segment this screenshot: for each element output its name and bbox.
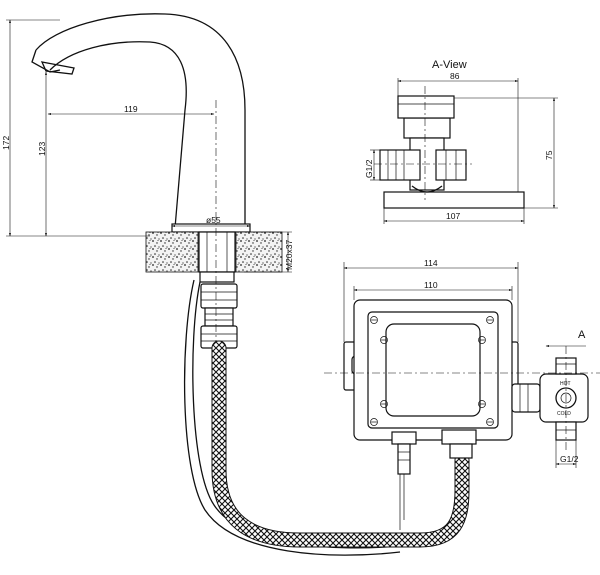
view-arrow-a: A xyxy=(578,329,586,341)
faucet-shank xyxy=(198,231,238,349)
a-view: A-View 86 75 107 G1/2 xyxy=(364,59,558,224)
dim-172: 172 xyxy=(1,136,11,150)
a-view-thread-g12: G1/2 xyxy=(364,159,374,178)
a-view-dim-107: 107 xyxy=(446,211,460,221)
control-box: HOT COLD xyxy=(324,299,600,530)
a-view-dim-86: 86 xyxy=(450,71,460,81)
faucet-dimensions: 172 123 119 ø55 M20x37 xyxy=(1,19,294,273)
box-dim-114: 114 xyxy=(424,258,438,268)
dim-55: ø55 xyxy=(206,215,221,225)
dim-119: 119 xyxy=(124,104,138,114)
box-dim-110: 110 xyxy=(424,280,438,290)
countertop-left xyxy=(145,231,199,273)
cold-label: COLD xyxy=(557,411,571,417)
dim-123: 123 xyxy=(37,142,47,156)
a-view-title: A-View xyxy=(432,59,467,71)
dim-m20x37: M20x37 xyxy=(284,239,294,270)
box-thread-g12: G1/2 xyxy=(560,454,579,464)
countertop-right xyxy=(235,231,283,273)
control-box-dimensions: 114 110 A G1/2 xyxy=(343,258,586,468)
a-view-dim-75: 75 xyxy=(544,150,554,160)
faucet-spout xyxy=(31,13,251,233)
hot-label: HOT xyxy=(560,381,571,387)
